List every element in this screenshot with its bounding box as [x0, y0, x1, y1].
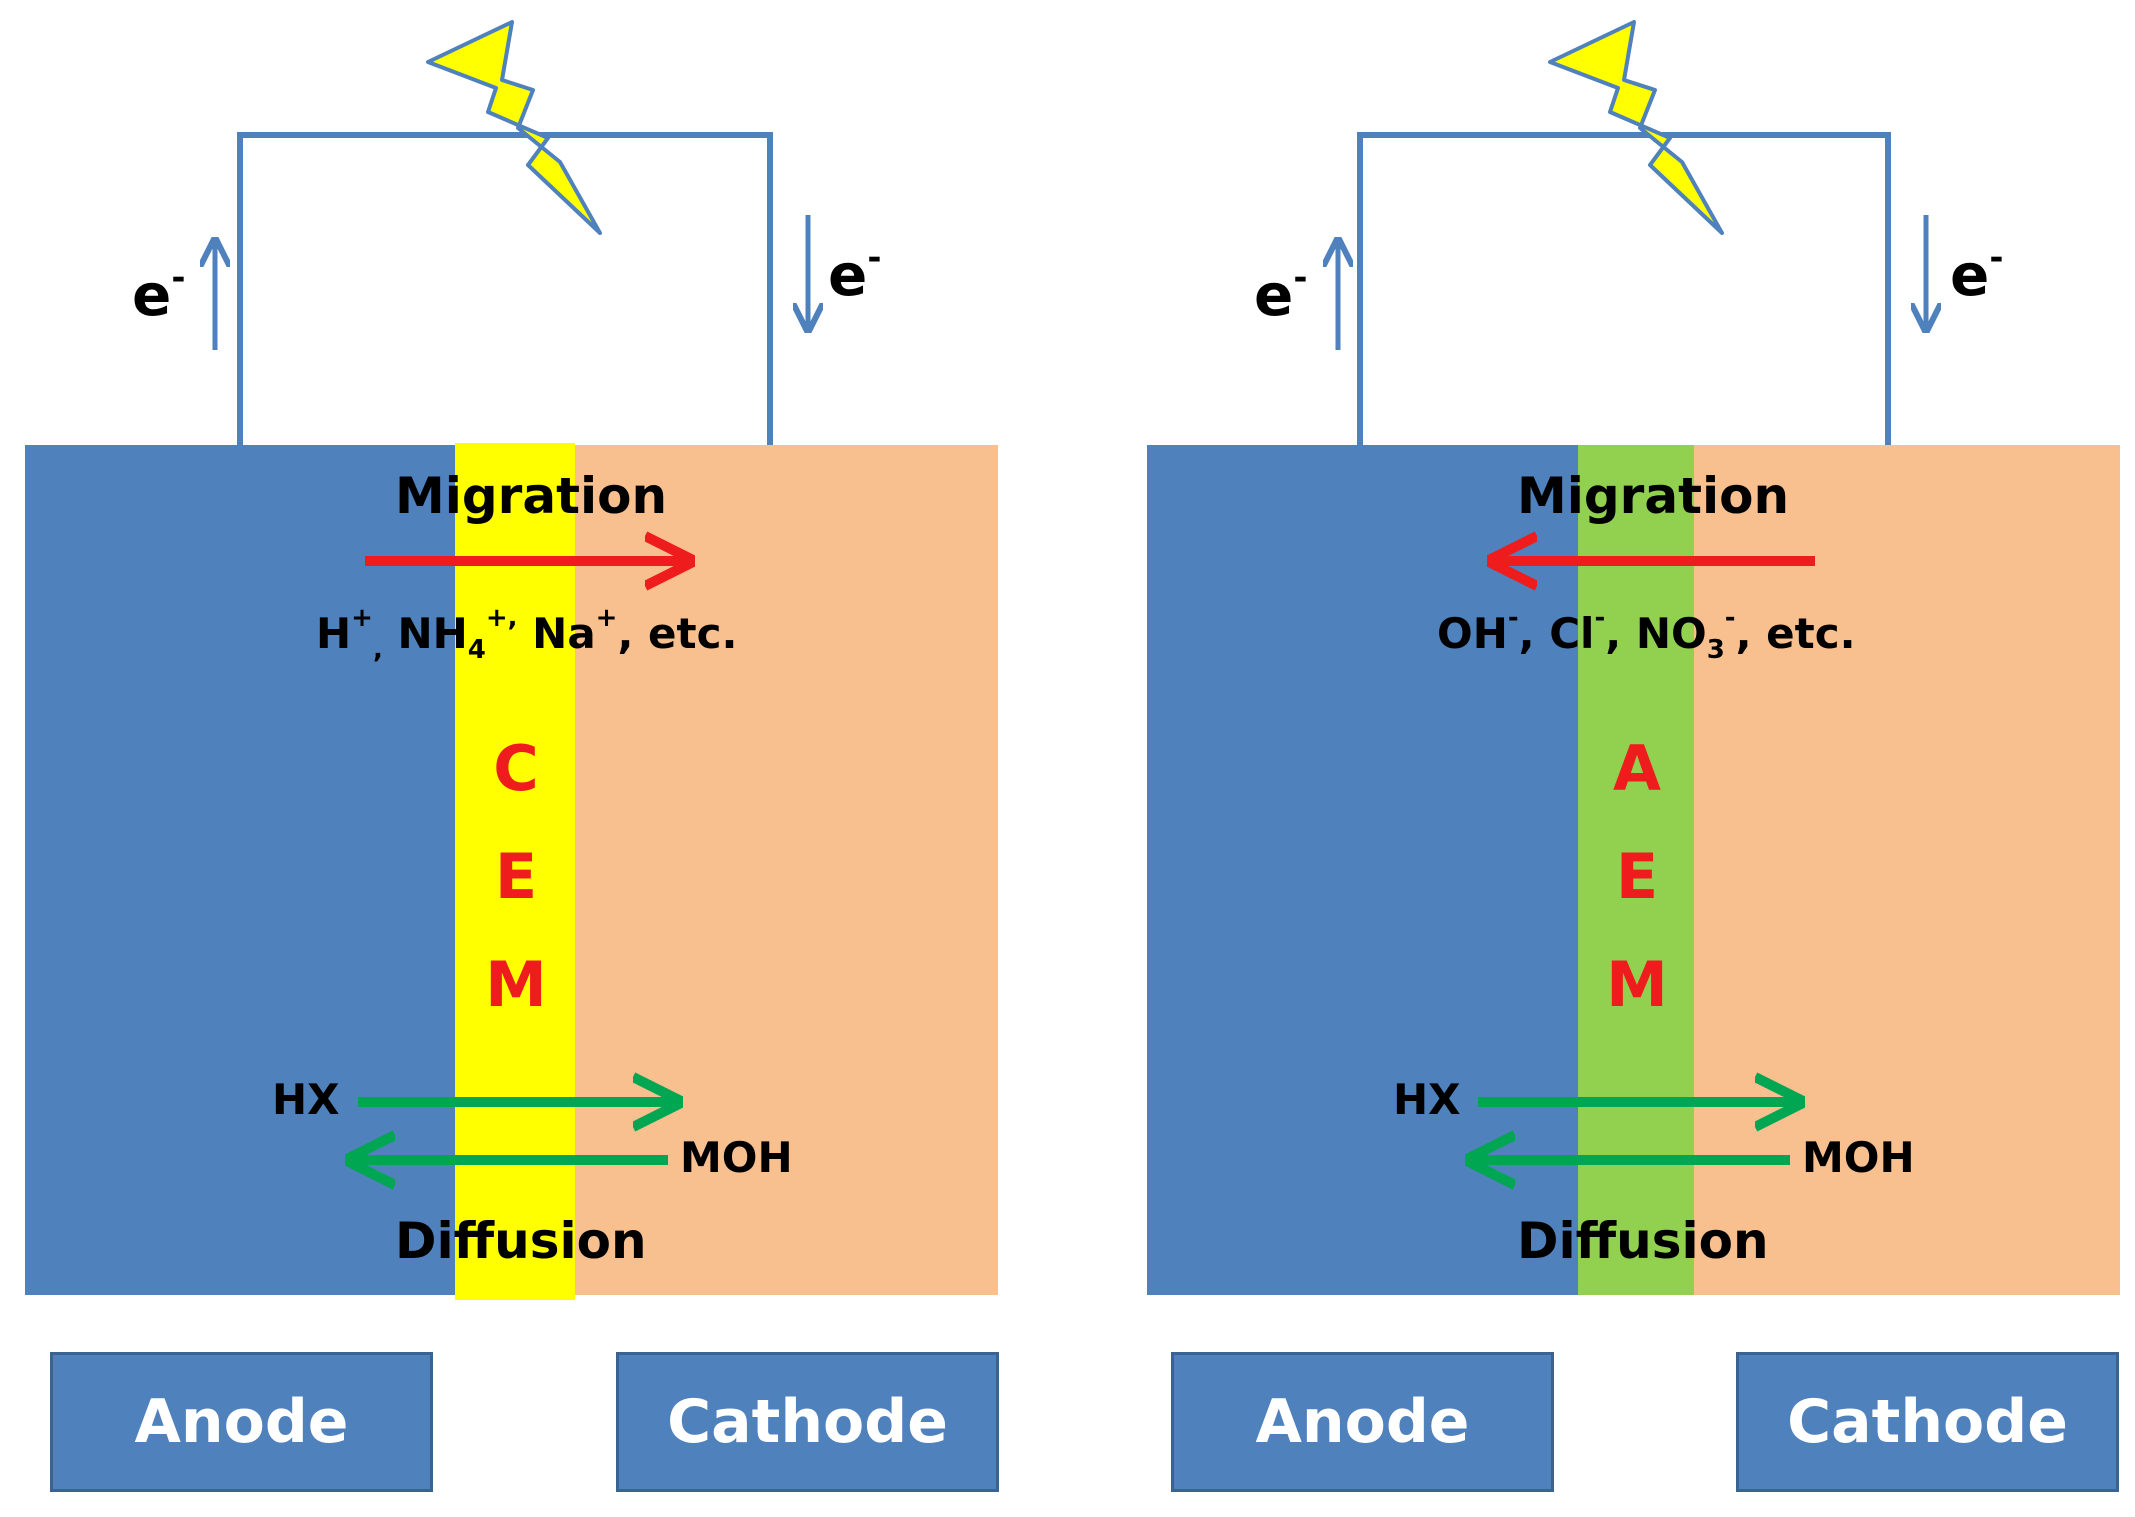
right-electron-right-label: e-	[1950, 238, 2004, 309]
right-anode-label-box: Anode	[1171, 1352, 1554, 1492]
left-cell-graphics	[25, 20, 998, 1300]
right-membrane-letter-a: A	[1613, 732, 1661, 805]
left-cathode-label-box: Cathode	[616, 1352, 999, 1492]
left-ions-label: H+, NH4+, Na+, etc.	[316, 603, 738, 665]
right-membrane-letter-e: E	[1615, 840, 1659, 913]
left-diffusion-label: Diffusion	[395, 1212, 647, 1270]
right-migration-label: Migration	[1517, 467, 1790, 525]
left-cathode-chamber	[572, 445, 998, 1295]
left-hx-label: HX	[272, 1075, 340, 1124]
left-electron-right-label: e-	[828, 238, 882, 309]
right-circuit-wire	[1357, 132, 1891, 445]
right-aem-membrane	[1578, 445, 1694, 1295]
right-cell-graphics	[1147, 20, 2120, 1295]
right-lightning-bolt-icon	[1548, 20, 1724, 235]
right-diffusion-label: Diffusion	[1517, 1212, 1769, 1270]
left-circuit-wire	[237, 132, 773, 445]
right-cathode-label-box: Cathode	[1736, 1352, 2119, 1492]
right-hx-label: HX	[1393, 1075, 1461, 1124]
right-electron-left-label: e-	[1254, 258, 1308, 329]
right-ions-label: OH-, Cl-, NO3-, etc.	[1437, 603, 1856, 665]
left-anode-label-box: Anode	[50, 1352, 433, 1492]
right-cathode-chamber	[1690, 445, 2120, 1295]
right-membrane-letter-m: M	[1606, 948, 1668, 1021]
left-membrane-letter-m: M	[485, 948, 547, 1021]
right-anode-chamber	[1147, 445, 1581, 1295]
left-migration-label: Migration	[395, 467, 668, 525]
left-moh-label: MOH	[680, 1133, 793, 1182]
left-electron-left-label: e-	[132, 258, 186, 329]
left-anode-chamber	[25, 445, 457, 1295]
left-membrane-letter-c: C	[493, 732, 539, 805]
left-membrane-letter-e: E	[494, 840, 538, 913]
left-lightning-bolt-icon	[426, 20, 602, 235]
right-moh-label: MOH	[1802, 1133, 1915, 1182]
